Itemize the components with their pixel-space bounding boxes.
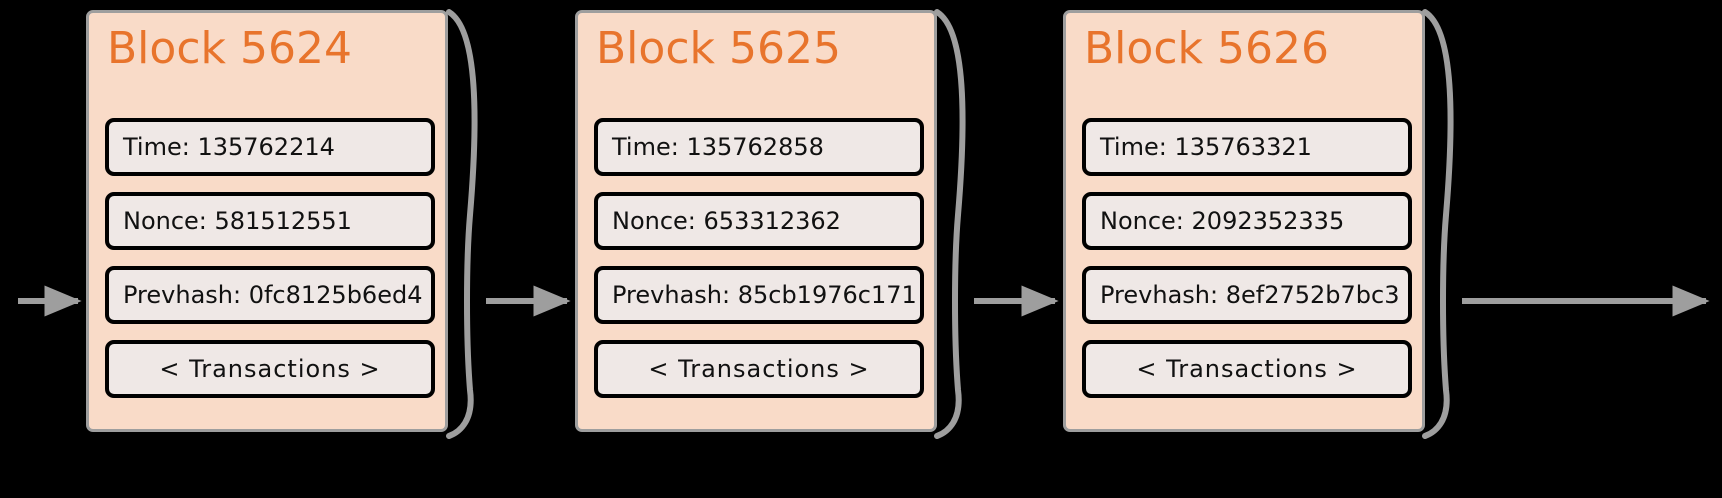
connector-block-5626-outgoing: [1422, 9, 1710, 439]
block-card-5624[interactable]: Block 5624 Time: 135762214 Nonce: 581512…: [86, 10, 448, 432]
block-title: Block 5624: [107, 23, 352, 74]
block-title: Block 5626: [1084, 23, 1329, 74]
connector-block-5625-to-5626: [934, 9, 1059, 439]
field-transactions[interactable]: < Transactions >: [594, 340, 924, 398]
field-nonce: Nonce: 2092352335: [1082, 192, 1412, 250]
block-card-5625[interactable]: Block 5625 Time: 135762858 Nonce: 653312…: [575, 10, 937, 432]
field-prevhash: Prevhash: 85cb1976c171: [594, 266, 924, 324]
connector-block-5624-to-5625: [446, 9, 571, 439]
field-nonce: Nonce: 581512551: [105, 192, 435, 250]
block-fields: Time: 135762858 Nonce: 653312362 Prevhas…: [594, 118, 924, 398]
field-time: Time: 135763321: [1082, 118, 1412, 176]
block-card-5626[interactable]: Block 5626 Time: 135763321 Nonce: 209235…: [1063, 10, 1425, 432]
field-prevhash: Prevhash: 0fc8125b6ed4: [105, 266, 435, 324]
field-time: Time: 135762858: [594, 118, 924, 176]
field-transactions[interactable]: < Transactions >: [105, 340, 435, 398]
block-title: Block 5625: [596, 23, 841, 74]
block-fields: Time: 135763321 Nonce: 2092352335 Prevha…: [1082, 118, 1412, 398]
field-prevhash: Prevhash: 8ef2752b7bc3: [1082, 266, 1412, 324]
field-transactions[interactable]: < Transactions >: [1082, 340, 1412, 398]
field-nonce: Nonce: 653312362: [594, 192, 924, 250]
field-time: Time: 135762214: [105, 118, 435, 176]
block-fields: Time: 135762214 Nonce: 581512551 Prevhas…: [105, 118, 435, 398]
